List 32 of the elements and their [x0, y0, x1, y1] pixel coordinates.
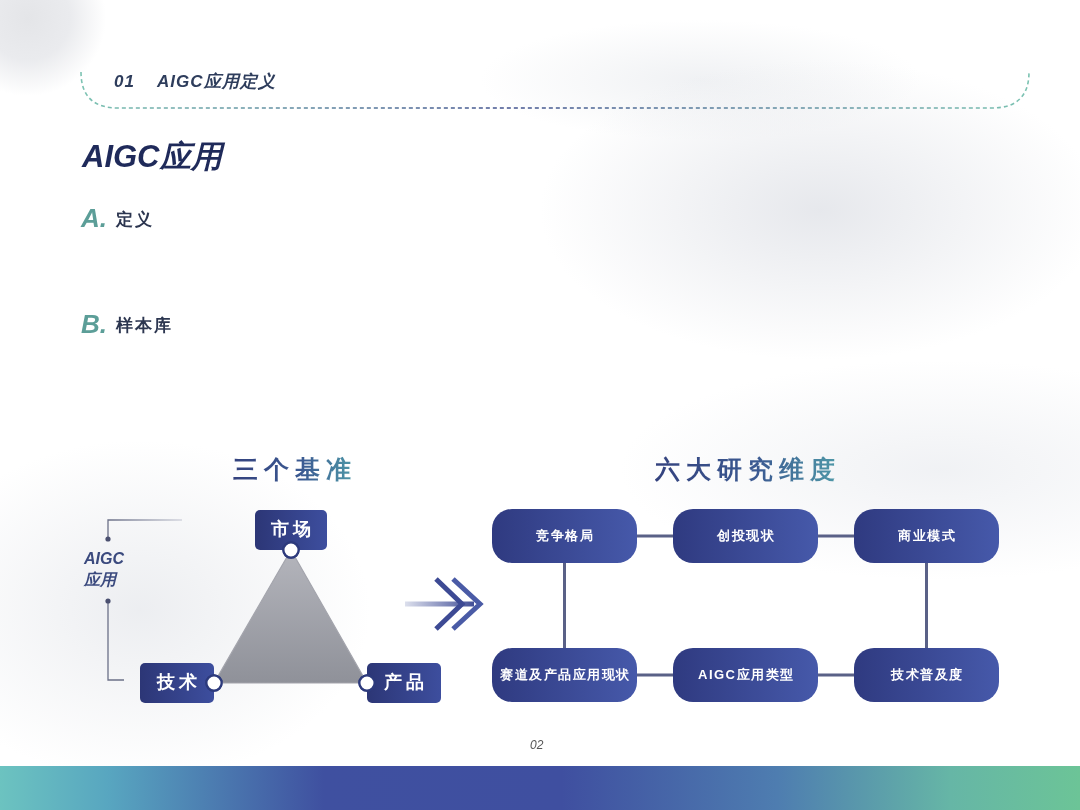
box-label: 市场 [270, 519, 315, 541]
dimension-box [673, 648, 818, 702]
item-letter: A. [81, 204, 107, 234]
section-title: AIGC应用定义 [157, 72, 276, 92]
box-label: 商业模式 [897, 528, 957, 544]
box-label: 创投现状 [716, 528, 776, 544]
dimension-box [673, 509, 818, 563]
box-label: 技术普及度 [889, 667, 964, 683]
page-number: 02 [530, 739, 544, 753]
section-number: 01 [114, 72, 135, 92]
box-label: 竞争格局 [535, 528, 595, 544]
box-label: AIGC应用类型 [697, 667, 795, 683]
box-label: 技术 [155, 672, 201, 694]
box-label: 产品 [383, 672, 428, 694]
connector-line [637, 673, 673, 677]
connector-line [563, 563, 566, 648]
connector-line [818, 534, 854, 538]
bracket-label: AIGC 应用 [84, 549, 125, 590]
criterion-box [140, 663, 214, 703]
box-label: 赛道及产品应用现状 [499, 667, 631, 683]
dimension-box [854, 509, 999, 563]
dimension-box [492, 509, 637, 563]
criterion-box [255, 510, 327, 550]
item-heading: 样本库 [116, 316, 173, 336]
dimension-box [854, 648, 999, 702]
item-heading: 定义 [116, 210, 154, 230]
criterion-box [367, 663, 441, 703]
connector-line [637, 534, 673, 538]
item-letter: B. [81, 310, 107, 340]
connector-line [925, 563, 928, 648]
dimension-box [492, 648, 637, 702]
connector-line [818, 673, 854, 677]
